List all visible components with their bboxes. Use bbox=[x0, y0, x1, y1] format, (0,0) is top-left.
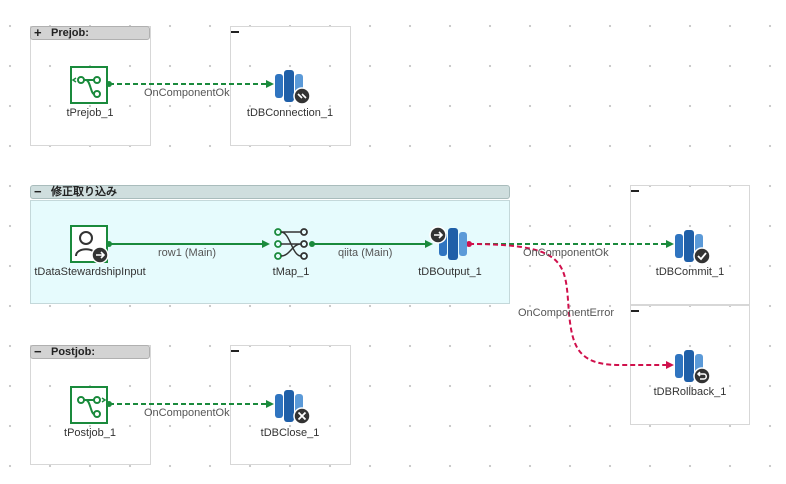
user-input-icon bbox=[70, 225, 109, 264]
main-group-title: 修正取り込み bbox=[51, 186, 117, 198]
link-label-rollback: OnComponentError bbox=[518, 307, 614, 319]
main-subjob-body bbox=[30, 200, 510, 304]
tprejob-component[interactable] bbox=[70, 66, 108, 109]
link-label-qiita: qiita (Main) bbox=[338, 247, 393, 259]
database-commit-icon bbox=[675, 230, 711, 265]
prejob-icon bbox=[70, 66, 108, 104]
collapse-toggle-icon[interactable]: − bbox=[34, 344, 42, 359]
link-qiita[interactable] bbox=[309, 240, 433, 248]
database-rollback-icon bbox=[675, 350, 711, 385]
link-label-postjob: OnComponentOk bbox=[144, 407, 230, 419]
tprejob-label: tPrejob_1 bbox=[66, 107, 114, 119]
tdbrollback-component[interactable] bbox=[672, 348, 712, 393]
tdatastewardshipinput-label: tDataStewardshipInput bbox=[34, 266, 146, 278]
tdbclose-label: tDBClose_1 bbox=[260, 427, 320, 439]
link-label-commit: OnComponentOk bbox=[523, 247, 609, 259]
link-label-prejob: OnComponentOk bbox=[144, 87, 230, 99]
main-group-header[interactable]: − 修正取り込み bbox=[30, 185, 510, 199]
connection-subjob-box bbox=[230, 26, 351, 146]
tdbclose-component[interactable] bbox=[272, 388, 312, 433]
tdatastewardshipinput-component[interactable] bbox=[70, 225, 110, 270]
tdboutput-label: tDBOutput_1 bbox=[418, 266, 482, 278]
collapse-toggle-icon[interactable] bbox=[231, 31, 239, 33]
tpostjob-component[interactable] bbox=[70, 386, 108, 429]
postjob-group-title: Postjob: bbox=[51, 346, 95, 358]
database-connection-icon bbox=[275, 70, 311, 105]
tdbcommit-label: tDBCommit_1 bbox=[655, 266, 725, 278]
link-rollback-error[interactable] bbox=[468, 243, 674, 369]
map-icon bbox=[274, 228, 308, 260]
prejob-group-title: Prejob: bbox=[51, 27, 89, 39]
collapse-toggle-icon[interactable]: − bbox=[34, 184, 42, 199]
database-output-icon bbox=[429, 226, 467, 260]
collapse-toggle-icon[interactable] bbox=[231, 350, 239, 352]
tpostjob-label: tPostjob_1 bbox=[64, 427, 116, 439]
tdboutput-component[interactable] bbox=[428, 226, 472, 271]
expand-toggle-icon[interactable]: + bbox=[34, 25, 42, 40]
tmap-label: tMap_1 bbox=[272, 266, 310, 278]
database-close-icon bbox=[275, 390, 311, 425]
tdbconnection-label: tDBConnection_1 bbox=[246, 107, 334, 119]
tdbconnection-component[interactable] bbox=[272, 68, 312, 113]
tdbrollback-label: tDBRollback_1 bbox=[653, 386, 727, 398]
tdbcommit-component[interactable] bbox=[672, 228, 712, 273]
postjob-group-header[interactable]: − Postjob: bbox=[30, 345, 150, 359]
collapse-toggle-icon[interactable] bbox=[631, 190, 639, 192]
postjob-icon bbox=[70, 386, 108, 424]
tmap-component[interactable] bbox=[272, 227, 312, 268]
link-label-row1: row1 (Main) bbox=[158, 247, 217, 259]
prejob-group-header[interactable]: + Prejob: bbox=[30, 26, 150, 40]
collapse-toggle-icon[interactable] bbox=[631, 310, 639, 312]
